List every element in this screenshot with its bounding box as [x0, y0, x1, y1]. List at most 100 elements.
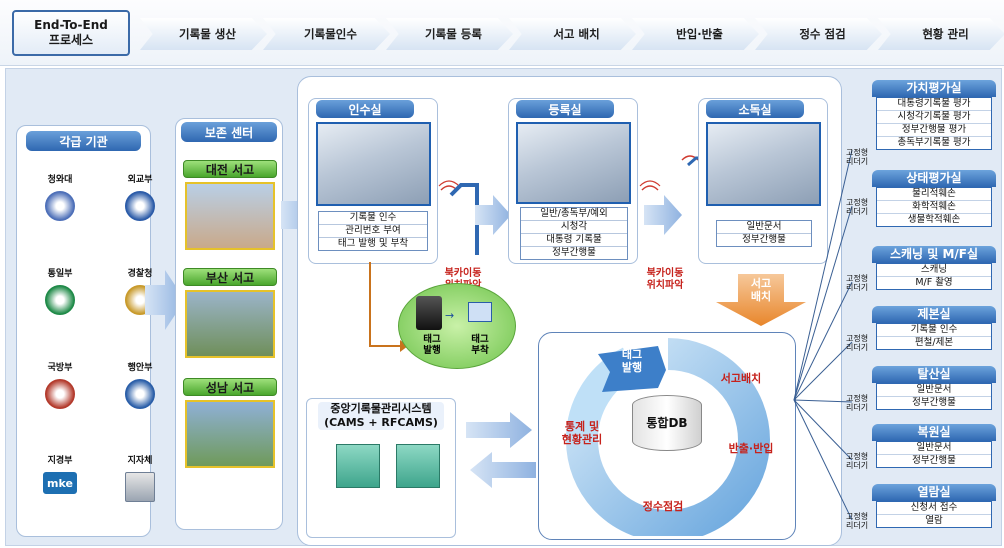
- cycle-in-out: 반출·반입: [728, 442, 774, 455]
- storage-center-title: 성남 서고: [183, 378, 277, 396]
- agency-seal-icon: [125, 378, 155, 409]
- fan-line: [793, 205, 853, 401]
- agency-name: 행안부: [127, 362, 153, 373]
- fixed-reader-label: 고정형 리더기: [846, 198, 869, 216]
- fan-line: [793, 149, 853, 401]
- right-room-task: 일반문서: [877, 442, 991, 455]
- database-icon: [632, 395, 702, 451]
- cycle-inventory: 정수점검: [642, 500, 684, 513]
- right-room-task: 화학적훼손: [877, 201, 991, 214]
- agency-name: 청와대: [47, 175, 73, 185]
- right-room-title: 열람실: [872, 484, 996, 501]
- storage-center-title: 대전 서고: [183, 160, 277, 178]
- barcode-label-2: 북카이동 위치파악: [646, 268, 684, 291]
- disinfect-photo: [706, 122, 821, 206]
- right-room-title: 복원실: [872, 424, 996, 441]
- disinfect-title: 소독실: [706, 100, 804, 118]
- fixed-reader-label: 고정형 리더기: [846, 148, 869, 166]
- fan-line: [793, 281, 853, 401]
- task-item: 태그 발행 및 부착: [337, 238, 409, 249]
- process-step: 기록물 생산: [140, 18, 267, 50]
- fixed-reader-label: 고정형 리더기: [846, 452, 869, 470]
- process-step: 정수 점검: [755, 18, 882, 50]
- agency-seal-icon: [125, 191, 155, 221]
- process-step: 기록물인수: [263, 18, 390, 50]
- cycle-shelving: 서고배치: [720, 372, 762, 385]
- task-item: 정부간행물: [552, 247, 596, 258]
- agency-seal-icon: mke: [43, 472, 77, 495]
- right-room-title: 가치평가실: [872, 80, 996, 97]
- task-item: 기록물 인수: [319, 212, 427, 225]
- fan-line: [793, 399, 853, 403]
- fixed-reader-label: 고정형 리더기: [846, 334, 869, 352]
- right-room-task: 물리적훼손: [877, 188, 991, 201]
- right-room-task: 편철/제본: [914, 337, 954, 348]
- storage-center-photo: [185, 290, 275, 358]
- right-room-task: 생물학적훼손: [907, 214, 961, 225]
- process-step: 기록물 등록: [386, 18, 513, 50]
- sync-arrows: [466, 412, 536, 488]
- right-room-title: 탈산실: [872, 366, 996, 383]
- mke-logo-text: mke: [47, 477, 73, 491]
- register-title: 등록실: [516, 100, 614, 118]
- fan-line: [793, 399, 853, 461]
- fan-line: [793, 341, 853, 401]
- printer-icon: [416, 296, 442, 330]
- storage-center-photo: [185, 182, 275, 250]
- agencies-panel: [16, 125, 151, 537]
- agency-seal-icon: [45, 378, 75, 409]
- agency-name: 경찰청: [127, 268, 153, 279]
- agency-name: 지자체: [127, 456, 153, 467]
- tag-icon: [468, 302, 492, 322]
- intake-title: 인수실: [316, 100, 414, 118]
- task-item: 일반/총독부/예외: [521, 208, 627, 221]
- fixed-reader-label: 고정형 리더기: [846, 512, 869, 530]
- agencies-header: 각급 기관: [26, 131, 141, 151]
- agency-name: 국방부: [47, 362, 73, 373]
- server-icon-2: [396, 444, 440, 488]
- right-room-title: 제본실: [872, 306, 996, 323]
- agency-item: 청와대: [20, 160, 100, 242]
- right-room-task: 기록물 인수: [877, 324, 991, 337]
- fixed-reader-label: 고정형 리더기: [846, 274, 869, 292]
- task-item: 일반문서: [717, 221, 811, 234]
- shelving-arrow: [716, 274, 806, 326]
- agency-item: 국방부: [20, 348, 100, 430]
- cycle-tag-issue: 태그 발행: [621, 348, 643, 374]
- fan-lines: [793, 149, 853, 521]
- right-room-title: 상태평가실: [872, 170, 996, 187]
- process-step: 반입·반출: [632, 18, 759, 50]
- right-room-task: 열람: [925, 515, 943, 526]
- shelving-label: 서고 배치: [750, 277, 772, 303]
- storage-header: 보존 센터: [181, 122, 277, 142]
- process-title: End-To-End 프로세스: [12, 10, 130, 56]
- right-room-title: 스캐닝 및 M/F실: [872, 246, 996, 263]
- tag-attach-label: 태그 부착: [471, 334, 489, 356]
- storage-center-title: 부산 서고: [183, 268, 277, 286]
- agency-name: 지경부: [47, 456, 73, 467]
- agency-name: 통일부: [47, 268, 73, 279]
- cycle-diagram: [565, 338, 770, 536]
- right-room-task: 정부간행물: [912, 397, 956, 408]
- arrow-glyph: →: [445, 309, 455, 322]
- server-icon-1: [336, 444, 380, 488]
- agency-seal-icon: [125, 472, 155, 503]
- agency-item: 지자체: [100, 441, 180, 523]
- fixed-reader-label: 고정형 리더기: [846, 394, 869, 412]
- right-room-task: 총독부기록물 평가: [897, 137, 971, 148]
- right-room-task: 정부간행물 평가: [877, 124, 991, 137]
- agency-item: 외교부: [100, 160, 180, 242]
- right-room-task: 정부간행물: [912, 455, 956, 466]
- storage-center-photo: [185, 400, 275, 468]
- right-room-task: 신청서 접수: [877, 502, 991, 515]
- cycle-center: 통합DB: [646, 416, 688, 430]
